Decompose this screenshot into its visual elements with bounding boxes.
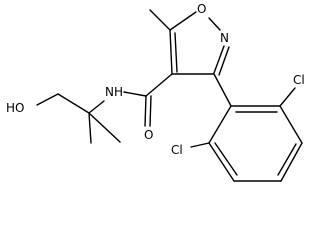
bond-n-c3-a bbox=[213, 45, 225, 74]
bond-cq-nh bbox=[88, 100, 105, 114]
ring-nitrogen-label: N bbox=[220, 31, 229, 45]
bond-lines bbox=[36, 9, 303, 182]
bond-aryl-cl-bottom bbox=[190, 142, 210, 148]
chlorine-bottom-label: Cl bbox=[171, 143, 183, 157]
bond-aryl-c6-c1 bbox=[208, 105, 232, 144]
bond-carbonyl-c-c4 bbox=[145, 73, 173, 97]
bond-nh-carbonyl-c bbox=[123, 91, 147, 97]
amide-nh-label: NH bbox=[105, 85, 123, 99]
hydroxyl-label: HO bbox=[6, 101, 24, 115]
bond-carbonyl-c-o-a bbox=[144, 95, 147, 127]
bond-c4-c5-b bbox=[174, 32, 178, 73]
carbonyl-oxygen-label: O bbox=[144, 128, 153, 142]
atom-labels: HO NH O O N Cl Cl bbox=[6, 2, 305, 157]
bond-ch2-cq bbox=[57, 93, 90, 114]
molecule-drawing: HO NH O O N Cl Cl bbox=[6, 2, 305, 182]
bond-aryl-inner-c bbox=[214, 142, 238, 176]
bond-n-c3-b bbox=[218, 46, 230, 76]
bond-aryl-c5-c6 bbox=[208, 142, 235, 182]
bond-c3-aryl bbox=[213, 73, 232, 107]
chlorine-top-label: Cl bbox=[293, 73, 305, 87]
bond-aryl-c2-c3 bbox=[279, 105, 303, 144]
bond-cq-methyl-a bbox=[88, 112, 92, 144]
bond-cq-methyl-b bbox=[88, 112, 121, 143]
bond-c5-ring-o bbox=[169, 11, 197, 31]
bond-aryl-c3-c4 bbox=[280, 142, 303, 182]
bond-ho-ch2 bbox=[36, 93, 59, 106]
ring-oxygen-label: O bbox=[197, 2, 206, 16]
bond-aryl-cl-top bbox=[279, 87, 296, 107]
bond-carbonyl-c-o-b bbox=[149, 95, 152, 127]
structure-canvas: HO NH O O N Cl Cl bbox=[6, 2, 305, 182]
bond-ring-o-n bbox=[208, 17, 221, 31]
bond-c4-c5-a bbox=[169, 29, 173, 75]
bond-c5-methyl bbox=[149, 9, 171, 31]
bond-aryl-inner-b bbox=[277, 143, 297, 176]
